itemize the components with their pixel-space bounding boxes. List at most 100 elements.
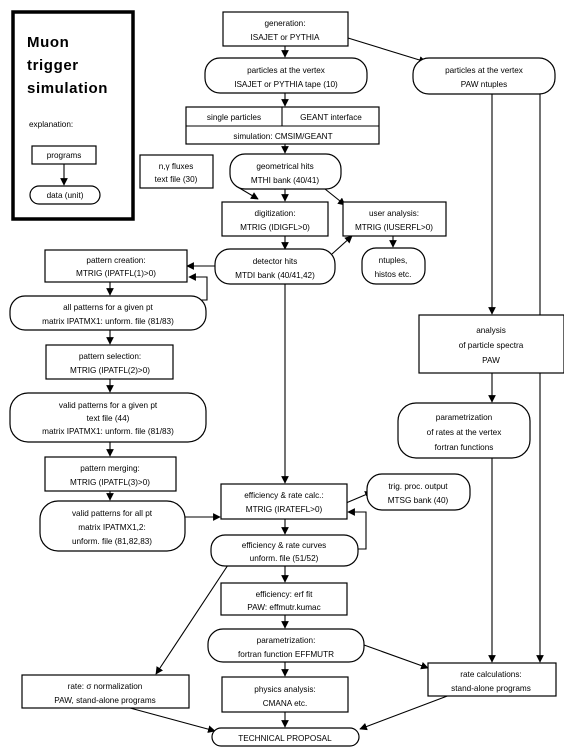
legend-title-line-2: trigger <box>27 57 79 74</box>
efficiency-rate-calc-line-2: MTRIG (IRATEFL>0) <box>246 505 323 514</box>
legend-data-box <box>29 185 101 205</box>
ngamma-fluxes-line-2: text file (30) <box>155 175 198 184</box>
single-particles-label: single particles <box>207 113 261 122</box>
edge-curves-to-rate-normalization <box>155 561 231 675</box>
digitization-line-1: digitization: <box>255 209 296 218</box>
node-ntuples-histos: ntuples, histos etc. <box>361 247 426 285</box>
efficiency-erf-fit-line-1: efficiency: erf fit <box>256 590 313 599</box>
trig-proc-output-line-2: MTSG bank (40) <box>388 496 449 505</box>
analysis-spectra-line-1: analysis <box>476 326 506 335</box>
ntuples-histos-line-1: ntuples, <box>379 256 408 265</box>
generation-line-2: ISAJET or PYTHIA <box>250 33 320 42</box>
pattern-creation-line-1: pattern creation: <box>86 256 145 265</box>
node-pattern-creation: pattern creation: MTRIG (IPATFL(1)>0) <box>44 249 188 283</box>
rate-calculations-line-2: stand-alone programs <box>451 684 531 693</box>
node-detector-hits: detector hits MTDI bank (40/41,42) <box>214 248 336 285</box>
node-efficiency-rate-curves: efficiency & rate curves unform. file (5… <box>210 534 359 567</box>
valid-patterns-all-line-3: unform. file (81,82,83) <box>72 537 152 546</box>
node-parametrization-effmutr: parametrization: fortran function EFFMUT… <box>207 628 365 663</box>
valid-patterns-all-line-2: matrix IPATMX1,2: <box>78 523 145 532</box>
legend-frame <box>11 10 135 221</box>
node-parametrization-rates: parametrization of rates at the vertex f… <box>397 402 531 459</box>
pattern-creation-line-2: MTRIG (IPATFL(1)>0) <box>76 269 156 278</box>
efficiency-erf-fit-line-2: PAW: effmutr.kumac <box>247 603 320 612</box>
node-simulation-block: single particles GEANT interface simulat… <box>185 106 380 145</box>
valid-patterns-pt-line-1: valid patterns for a given pt <box>59 401 158 410</box>
analysis-spectra-line-3: PAW <box>482 356 500 365</box>
node-valid-patterns-pt: valid patterns for a given pt text file … <box>9 392 207 443</box>
node-valid-patterns-all: valid patterns for all pt matrix IPATMX1… <box>39 500 186 552</box>
edge-geometrical-hits-to-user-analysis <box>324 188 346 206</box>
node-pattern-selection: pattern selection: MTRIG (IPATFL(2)>0) <box>45 344 174 380</box>
particles-vertex-tape-line-2: ISAJET or PYTHIA tape (10) <box>234 80 338 89</box>
physics-analysis-line-2: CMANA etc. <box>263 699 308 708</box>
node-ngamma-fluxes: n,γ fluxes text file (30) <box>139 154 214 189</box>
rate-calculations-line-1: rate calculations: <box>460 670 521 679</box>
ntuples-histos-line-2: histos etc. <box>375 270 412 279</box>
digitization-line-2: MTRIG (IDIGFL>0) <box>240 223 310 232</box>
valid-patterns-pt-line-2: text file (44) <box>87 414 130 423</box>
node-pattern-merging: pattern merging: MTRIG (IPATFL(3)>0) <box>44 456 177 492</box>
legend-explanation: explanation: <box>29 120 73 129</box>
legend-title-line-1: Muon <box>27 34 69 51</box>
valid-patterns-pt-line-3: matrix IPATMX1: unform. file (81/83) <box>42 427 174 436</box>
node-physics-analysis: physics analysis: CMANA etc. <box>221 676 349 713</box>
pattern-selection-line-2: MTRIG (IPATFL(2)>0) <box>70 366 150 375</box>
user-analysis-line-1: user analysis: <box>369 209 419 218</box>
edge-generation-to-paw-ntuples <box>347 37 427 64</box>
technical-proposal-label: TECHNICAL PROPOSAL <box>238 734 332 743</box>
geometrical-hits-line-2: MTHI bank (40/41) <box>251 176 320 185</box>
efficiency-rate-curves-line-2: unform. file (51/52) <box>250 554 319 563</box>
parametrization-effmutr-line-2: fortran function EFFMUTR <box>238 650 334 659</box>
edge-detector-hits-to-user-analysis <box>331 235 353 255</box>
rate-normalization-line-2: PAW, stand-alone programs <box>54 696 155 705</box>
rate-normalization-line-1: rate: σ normalization <box>68 682 143 691</box>
edge-rate-normalization-to-technical-proposal <box>129 707 216 733</box>
nodes: generation: ISAJET or PYTHIA particles a… <box>9 11 564 747</box>
node-rate-normalization: rate: σ normalization PAW, stand-alone p… <box>21 674 190 709</box>
node-all-patterns: all patterns for a given pt matrix IPATM… <box>9 295 207 331</box>
node-efficiency-rate-calc: efficiency & rate calc.: MTRIG (IRATEFL>… <box>220 483 348 520</box>
node-efficiency-erf-fit: efficiency: erf fit PAW: effmutr.kumac <box>220 582 348 616</box>
efficiency-rate-calc-line-1: efficiency & rate calc.: <box>244 491 323 500</box>
edge-all-patterns-feedback <box>188 273 208 301</box>
analysis-spectra-line-2: of particle spectra <box>459 341 524 350</box>
parametrization-rates-line-3: fortran functions <box>435 443 494 452</box>
detector-hits-line-1: detector hits <box>253 257 298 266</box>
simulation-label: simulation: CMSIM/GEANT <box>233 132 332 141</box>
ngamma-fluxes-line-1: n,γ fluxes <box>159 162 194 171</box>
legend-title-line-3: simulation <box>27 80 108 97</box>
node-geometrical-hits: geometrical hits MTHI bank (40/41) <box>229 153 342 190</box>
edge-parametrization-to-rate-calculations <box>363 644 429 670</box>
edges <box>106 37 544 733</box>
node-rate-calculations: rate calculations: stand-alone programs <box>427 662 557 697</box>
physics-analysis-line-1: physics analysis: <box>254 685 315 694</box>
legend-program-label: programs <box>47 151 82 160</box>
geant-interface-label: GEANT interface <box>300 113 362 122</box>
node-particles-vertex-paw: particles at the vertex PAW ntuples <box>412 57 556 95</box>
detector-hits-line-2: MTDI bank (40/41,42) <box>235 271 315 280</box>
node-trig-proc-output: trig. proc. output MTSG bank (40) <box>366 473 471 511</box>
node-digitization: digitization: MTRIG (IDIGFL>0) <box>221 201 329 237</box>
particles-vertex-tape-line-1: particles at the vertex <box>247 66 325 75</box>
node-generation: generation: ISAJET or PYTHIA <box>222 11 349 47</box>
efficiency-rate-curves-line-1: efficiency & rate curves <box>242 541 327 550</box>
geometrical-hits-line-1: geometrical hits <box>256 162 313 171</box>
node-analysis-spectra: analysis of particle spectra PAW <box>418 314 564 374</box>
particles-vertex-paw-line-1: particles at the vertex <box>445 66 523 75</box>
all-patterns-line-1: all patterns for a given pt <box>63 303 153 312</box>
trig-proc-output-line-1: trig. proc. output <box>388 482 448 491</box>
pattern-merging-line-2: MTRIG (IPATFL(3)>0) <box>70 478 150 487</box>
user-analysis-line-2: MTRIG (IUSERFL>0) <box>355 223 433 232</box>
node-technical-proposal: TECHNICAL PROPOSAL <box>211 727 360 747</box>
pattern-merging-line-1: pattern merging: <box>80 464 140 473</box>
node-user-analysis: user analysis: MTRIG (IUSERFL>0) <box>342 201 447 237</box>
parametrization-rates-line-2: of rates at the vertex <box>427 428 502 437</box>
generation-line-1: generation: <box>265 19 306 28</box>
parametrization-rates-line-1: parametrization <box>436 413 493 422</box>
edge-curves-feedback <box>347 508 367 550</box>
legend-data-label: data (unit) <box>47 191 84 200</box>
pattern-selection-line-1: pattern selection: <box>79 352 141 361</box>
all-patterns-line-2: matrix IPATMX1: unform. file (81/83) <box>42 317 174 326</box>
